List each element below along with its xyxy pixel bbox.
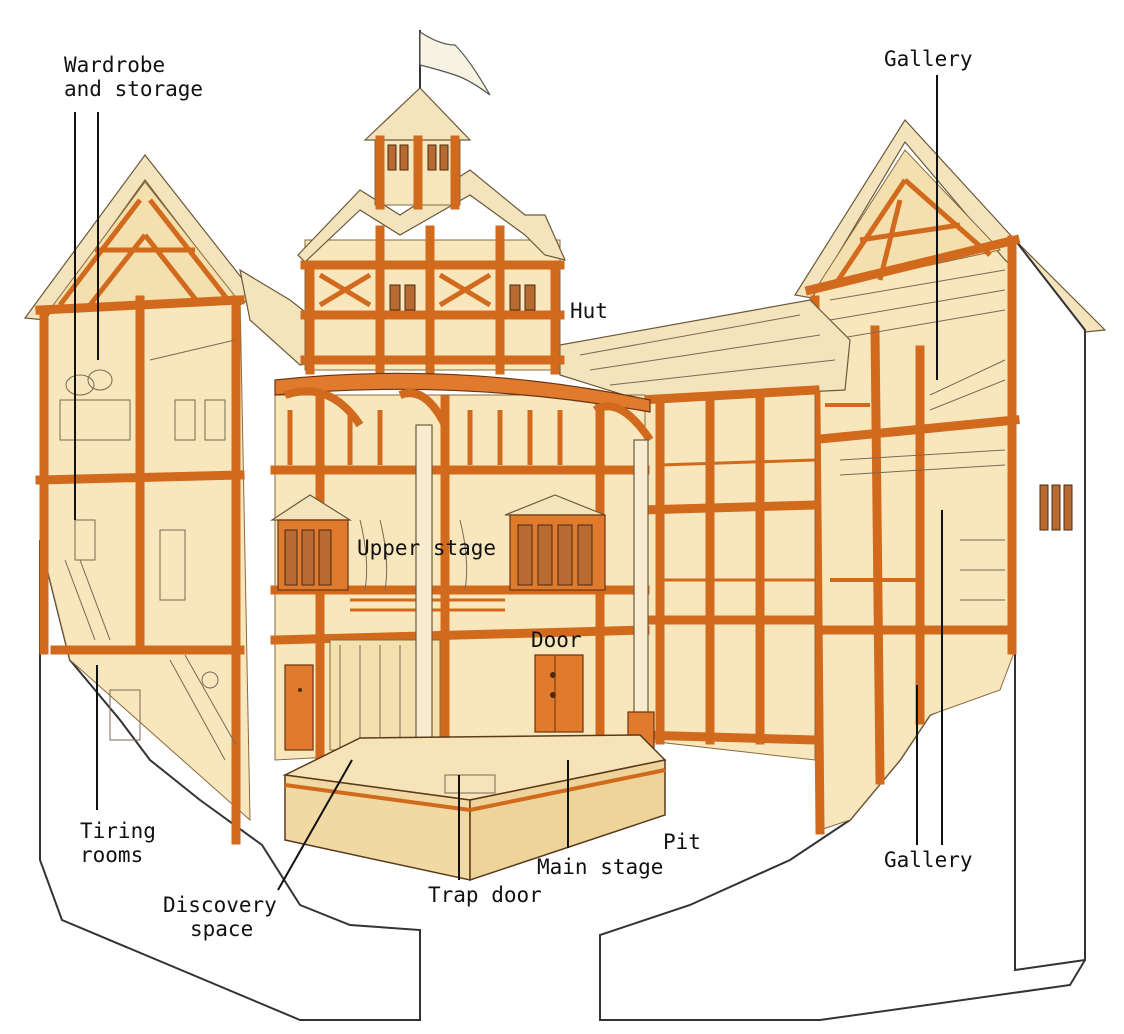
label-gallery-bottom: Gallery bbox=[884, 848, 973, 872]
left-wing bbox=[23, 154, 256, 845]
label-discovery-line1: Discovery bbox=[163, 893, 277, 917]
label-door: Door bbox=[531, 628, 582, 652]
labels: Wardrobe and storage Gallery Hut Upper s… bbox=[64, 47, 973, 941]
label-trap-door: Trap door bbox=[428, 883, 542, 907]
label-main-stage: Main stage bbox=[537, 855, 663, 879]
label-tiring-line1: Tiring bbox=[80, 819, 156, 843]
label-wardrobe-line1: Wardrobe bbox=[64, 53, 165, 77]
stage-pillars bbox=[409, 424, 655, 796]
main-stage-platform bbox=[282, 734, 667, 882]
label-wardrobe-line2: and storage bbox=[64, 77, 203, 101]
tiring-house-facade bbox=[269, 394, 650, 765]
back-galleries bbox=[635, 385, 820, 761]
label-gallery-top: Gallery bbox=[884, 47, 973, 71]
label-discovery-line2: space bbox=[190, 917, 253, 941]
label-upper-stage: Upper stage bbox=[357, 536, 496, 560]
leader-lines bbox=[74, 75, 943, 891]
label-pit: Pit bbox=[663, 830, 701, 854]
stage-canopy bbox=[274, 372, 654, 443]
hut-tower bbox=[297, 30, 567, 375]
label-tiring-line2: rooms bbox=[80, 843, 143, 867]
right-wing bbox=[794, 119, 1107, 972]
label-hut: Hut bbox=[570, 299, 608, 323]
